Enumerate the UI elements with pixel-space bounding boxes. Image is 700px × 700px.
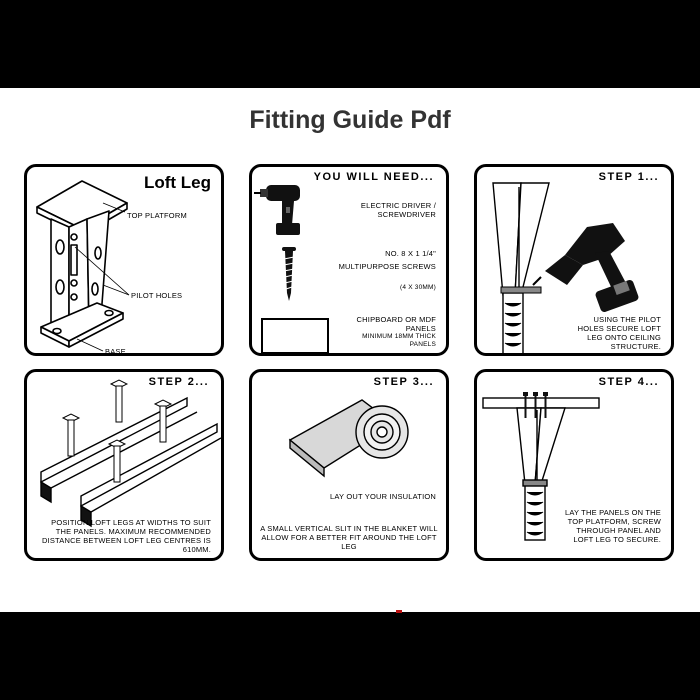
panel-step-1: STEP 1... USING THE PILOT HOLES SECURE L… [474,164,674,356]
step-1-illustration [492,182,639,353]
step-1-caption: USING THE PILOT HOLES SECURE LOFT LEG ON… [577,315,661,351]
panel-you-will-need: YOU WILL NEED... ELECTRIC DRIVER / SCREW… [249,164,449,356]
step-4-heading: STEP 4... [598,376,659,388]
tools-illustration [254,185,329,353]
loft-leg-title: Loft Leg [143,173,211,192]
step-3-caption-layout: LAY OUT YOUR INSULATION [329,492,436,501]
need-item-screw-metric: (4 x 30mm) [400,284,436,291]
step-3-caption-slit: A SMALL VERTICAL SLIT IN THE BLANKET WIL… [260,524,438,551]
label-base: BASE [105,347,126,356]
page-title: Fitting Guide Pdf [249,106,451,134]
need-item-screws: MULTIPURPOSE SCREWS [338,262,436,271]
panel-step-2: STEP 2... POSITION LOFT LEGS AT WIDTHS T… [24,369,224,561]
need-item-screw-size: No. 8 x 1 1/4" [385,249,436,258]
panel-step-4: STEP 4... LAY THE PANELS ON THE TOP PLAT… [474,369,674,561]
drill-icon [254,185,300,235]
need-heading: YOU WILL NEED... [313,171,434,183]
step-2-heading: STEP 2... [148,376,209,388]
screw-icon [282,247,296,301]
step-4-caption: LAY THE PANELS ON THE TOP PLATFORM, SCRE… [564,508,661,544]
step-2-caption: POSITION LOFT LEGS AT WIDTHS TO SUIT THE… [41,518,211,554]
need-item-panels: CHIPBOARD OR MDF PANELS [356,315,436,333]
step-4-illustration [482,392,600,541]
panel-loft-leg: Loft Leg TOP PLATFORM PILOT HOLES BASE [24,164,224,356]
fitting-guide-sheet: Fitting Guide Pdf [0,88,700,612]
need-item-driver: ELECTRIC DRIVER / SCREWDRIVER [360,201,436,219]
panel-step-3: STEP 3... LAY OUT YOUR INSULATION A SMAL… [249,369,449,561]
insulation-roll-icon [288,399,409,478]
step-2-illustration [40,379,221,528]
step-3-heading: STEP 3... [373,376,434,388]
step-3-illustration [288,399,409,478]
label-top-platform: TOP PLATFORM [127,211,187,220]
label-pilot-holes: PILOT HOLES [131,291,183,300]
loft-leg-illustration [36,180,130,352]
drill-icon [545,223,639,313]
panel-board-icon [261,318,329,353]
red-mark [396,610,402,613]
need-item-thickness: MINIMUM 18MM THICK PANELS [362,333,436,348]
step-1-heading: STEP 1... [598,171,659,183]
